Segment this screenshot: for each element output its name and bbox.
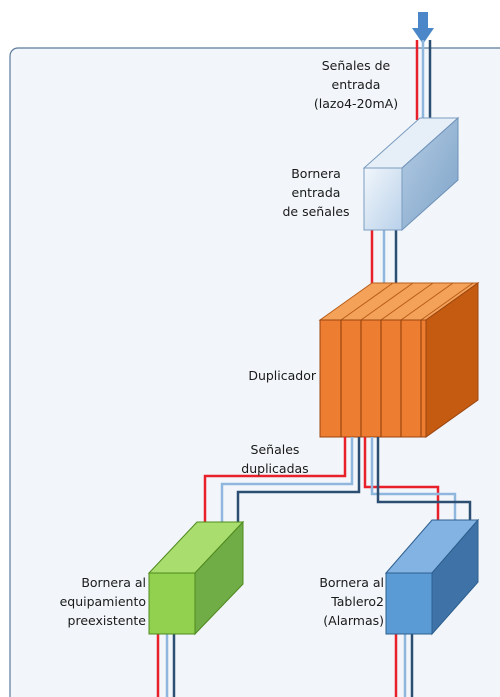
input-signals-label: Señales de entrada (lazo4-20mA): [313, 58, 399, 111]
output-lines-existing: [203, 437, 361, 525]
bottom-output-lines: [156, 634, 414, 697]
board2-terminal-label: Bornera al Tablero2 (Alarmas): [319, 575, 384, 628]
input-signal-lines: [415, 40, 432, 120]
duplicated-signals-label: Señales duplicadas: [241, 442, 309, 476]
output-lines-board2: [363, 437, 472, 522]
input-arrow-icon: [412, 12, 434, 44]
duplicator-block: [318, 282, 480, 438]
duplicator-label: Duplicador: [248, 368, 316, 383]
existing-equipment-terminal-label: Bornera al equipamiento preexistente: [59, 575, 146, 628]
input-terminal-label: Bornera entrada de señales: [282, 166, 350, 219]
board2-terminal-block: [384, 518, 480, 636]
existing-equipment-terminal-block: [147, 520, 245, 636]
input-terminal-block: [362, 116, 460, 232]
